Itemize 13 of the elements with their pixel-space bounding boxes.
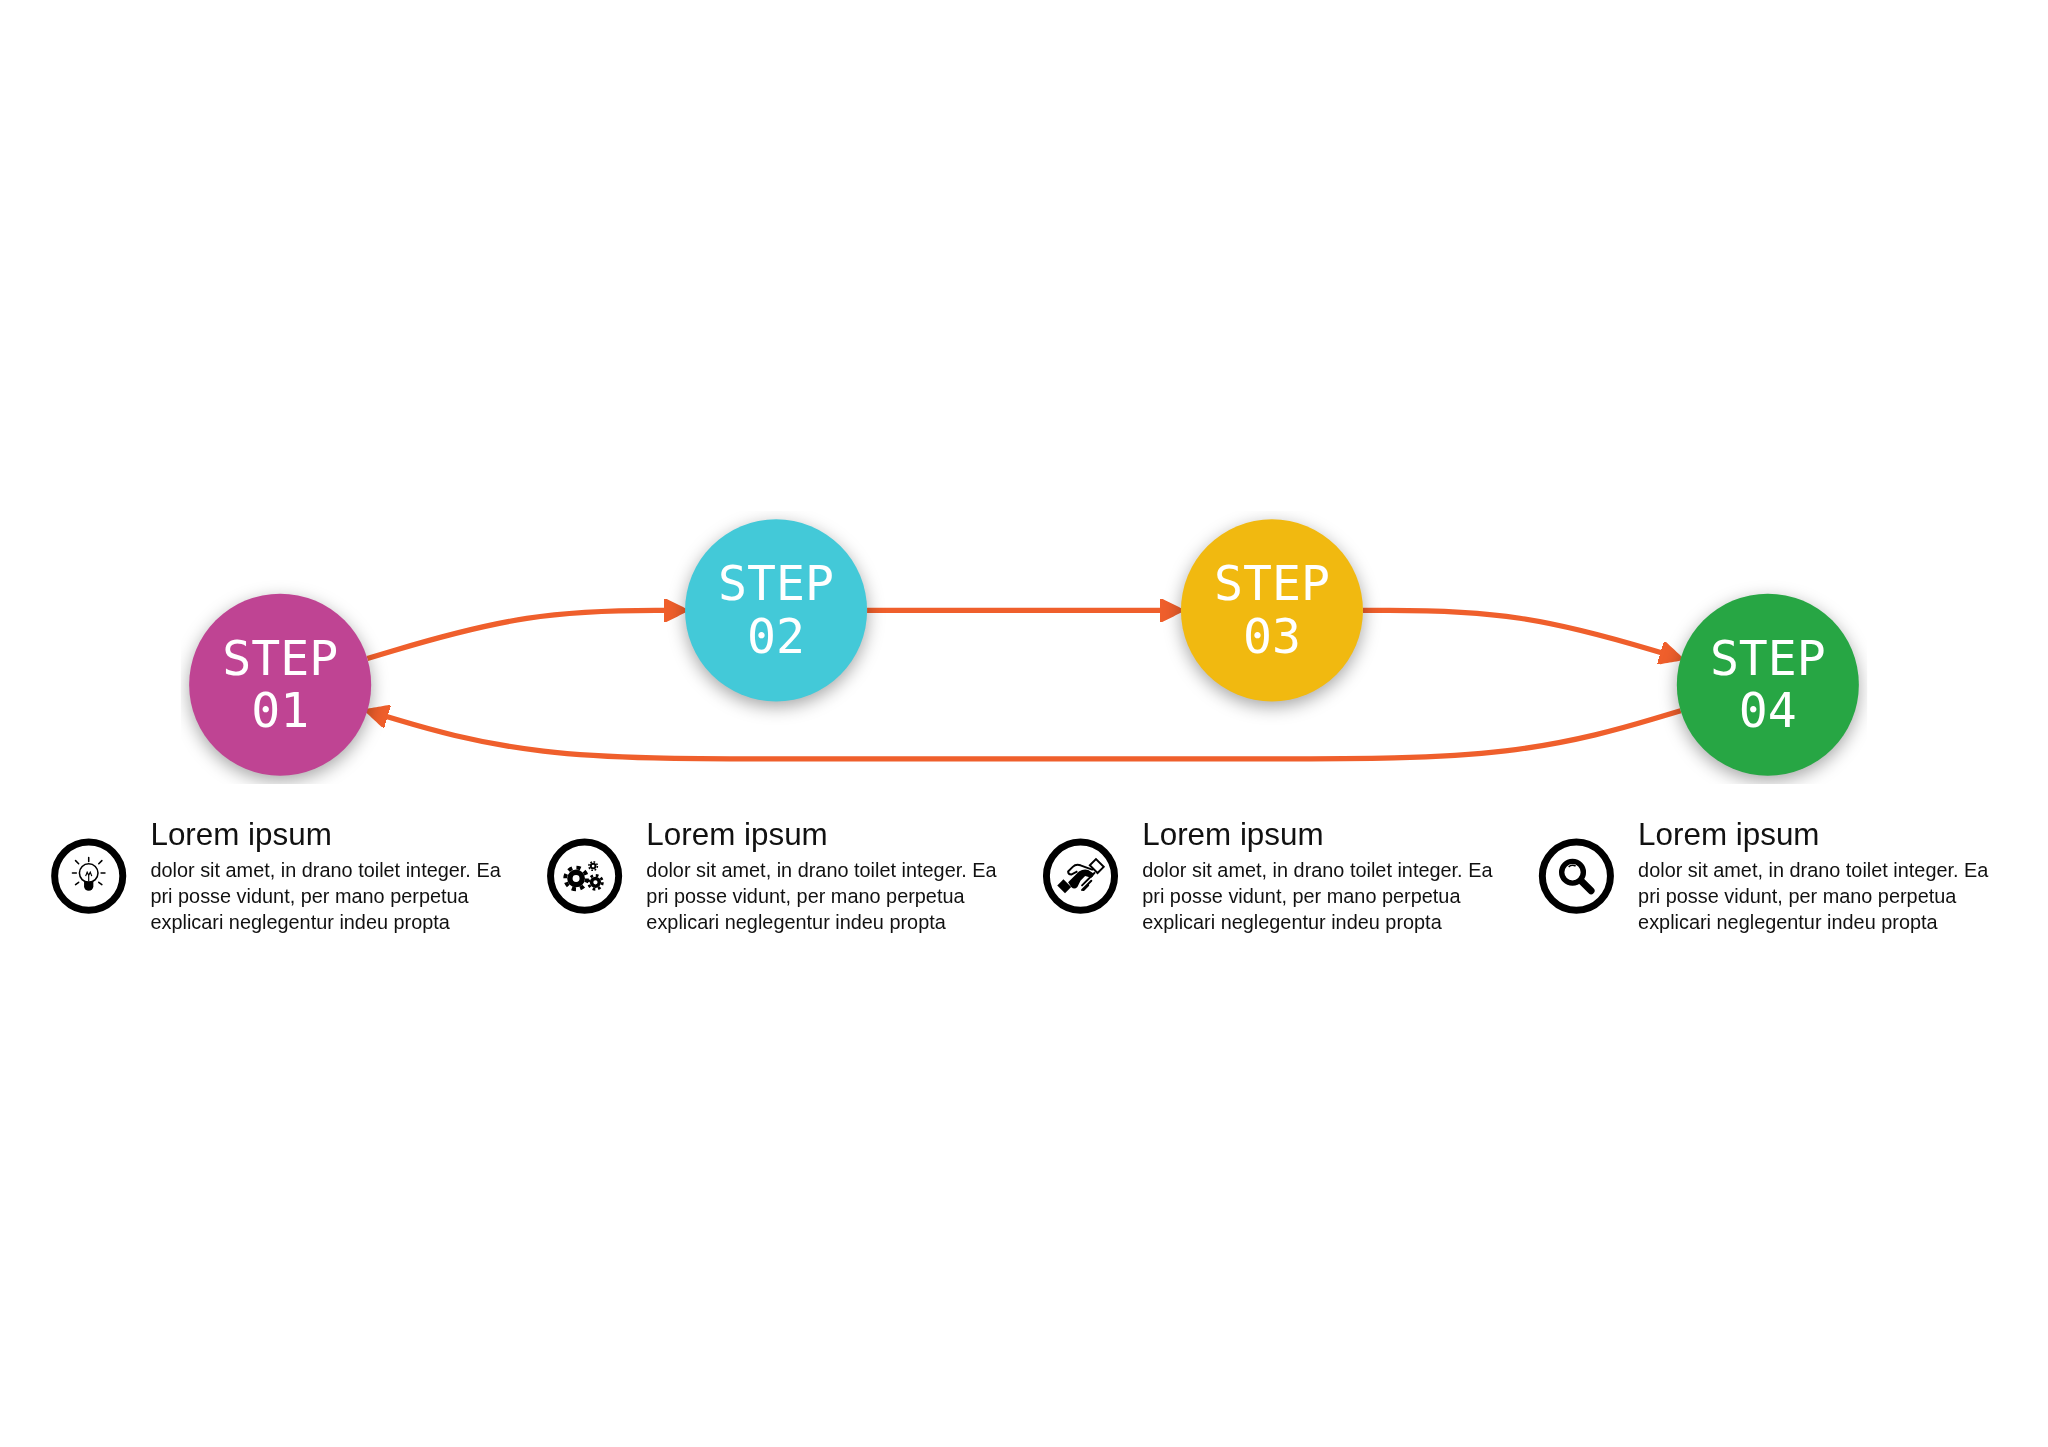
step-description: dolor sit amet, in drano toilet integer. Ea pri posse vidunt, per mano perpetua explicari neglegentur indeu propta [1638,858,1989,936]
step-circle: STEP 02 [685,519,868,702]
step-circle: STEP 01 [189,593,372,776]
step-heading: Lorem ipsum [150,815,333,854]
step-circle: STEP 03 [1180,519,1363,702]
step-description: dolor sit amet, in drano toilet integer. Ea pri posse vidunt, per mano perpetua explicari neglegentur indeu propta [646,858,997,936]
step-heading: Lorem ipsum [1638,815,1821,854]
arrow [364,704,1682,762]
step-heading: Lorem ipsum [646,815,829,854]
step-description: dolor sit amet, in drano toilet integer. Ea pri posse vidunt, per mano perpetua explicari neglegentur indeu propta [150,858,501,936]
step-description: dolor sit amet, in drano toilet integer. Ea pri posse vidunt, per mano perpetua explicari neglegentur indeu propta [1142,858,1493,936]
step-circle: STEP 04 [1676,593,1859,776]
step-heading: Lorem ipsum [1142,815,1325,854]
